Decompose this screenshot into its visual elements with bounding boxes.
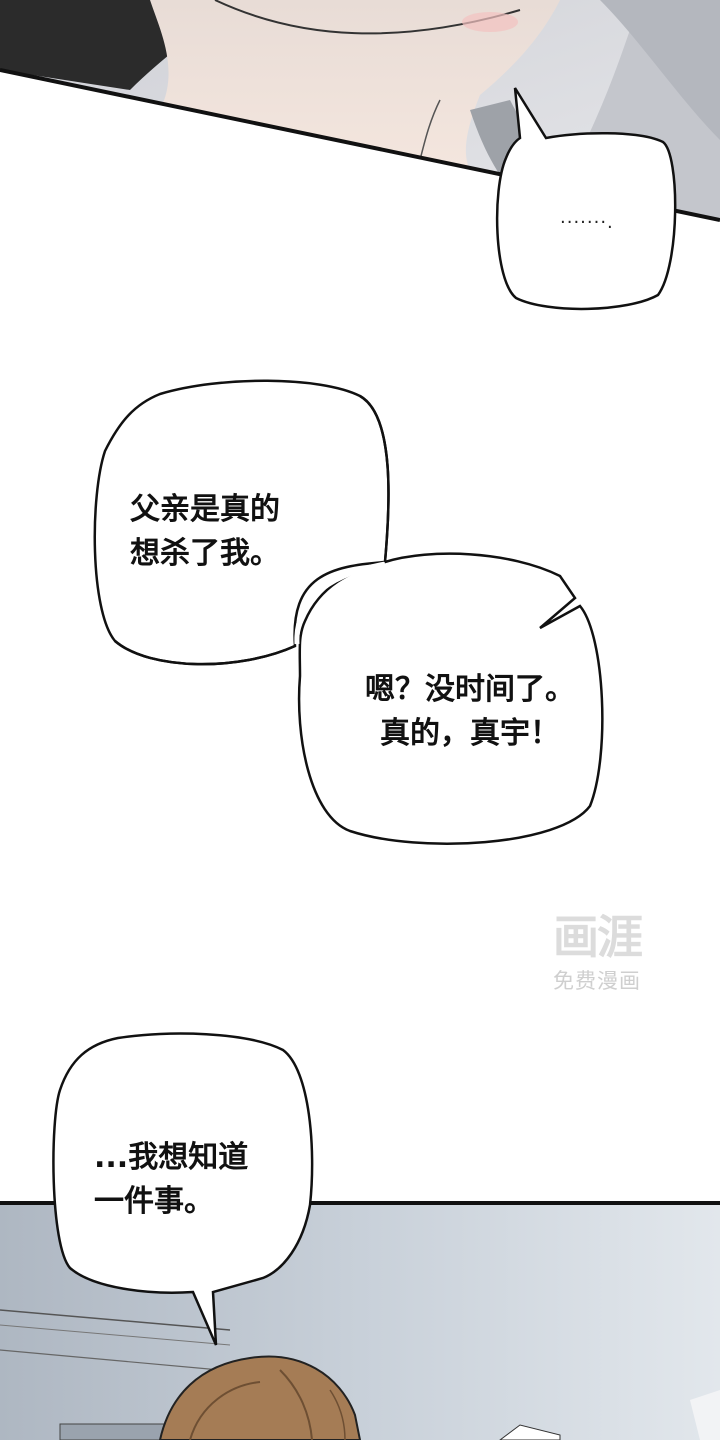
no-time-dialogue-text: 嗯？没时间了。 真的，真宇！ [365,672,575,751]
double-bubble [93,379,604,845]
watermark-logo: 画涯 [553,910,643,964]
want-to-know-bubble [52,1032,314,1346]
want-to-know-dialogue-text: ...我想知道 一件事。 [94,1140,249,1219]
father-dialogue-text: 父亲是真的 想杀了我。 [130,492,280,571]
ellipsis-text: ·······. [560,212,614,233]
ellipsis-bubble [495,87,677,311]
watermark-subtitle: 免费漫画 [553,969,641,993]
watermark: 画涯 免费漫画 [532,906,662,1006]
